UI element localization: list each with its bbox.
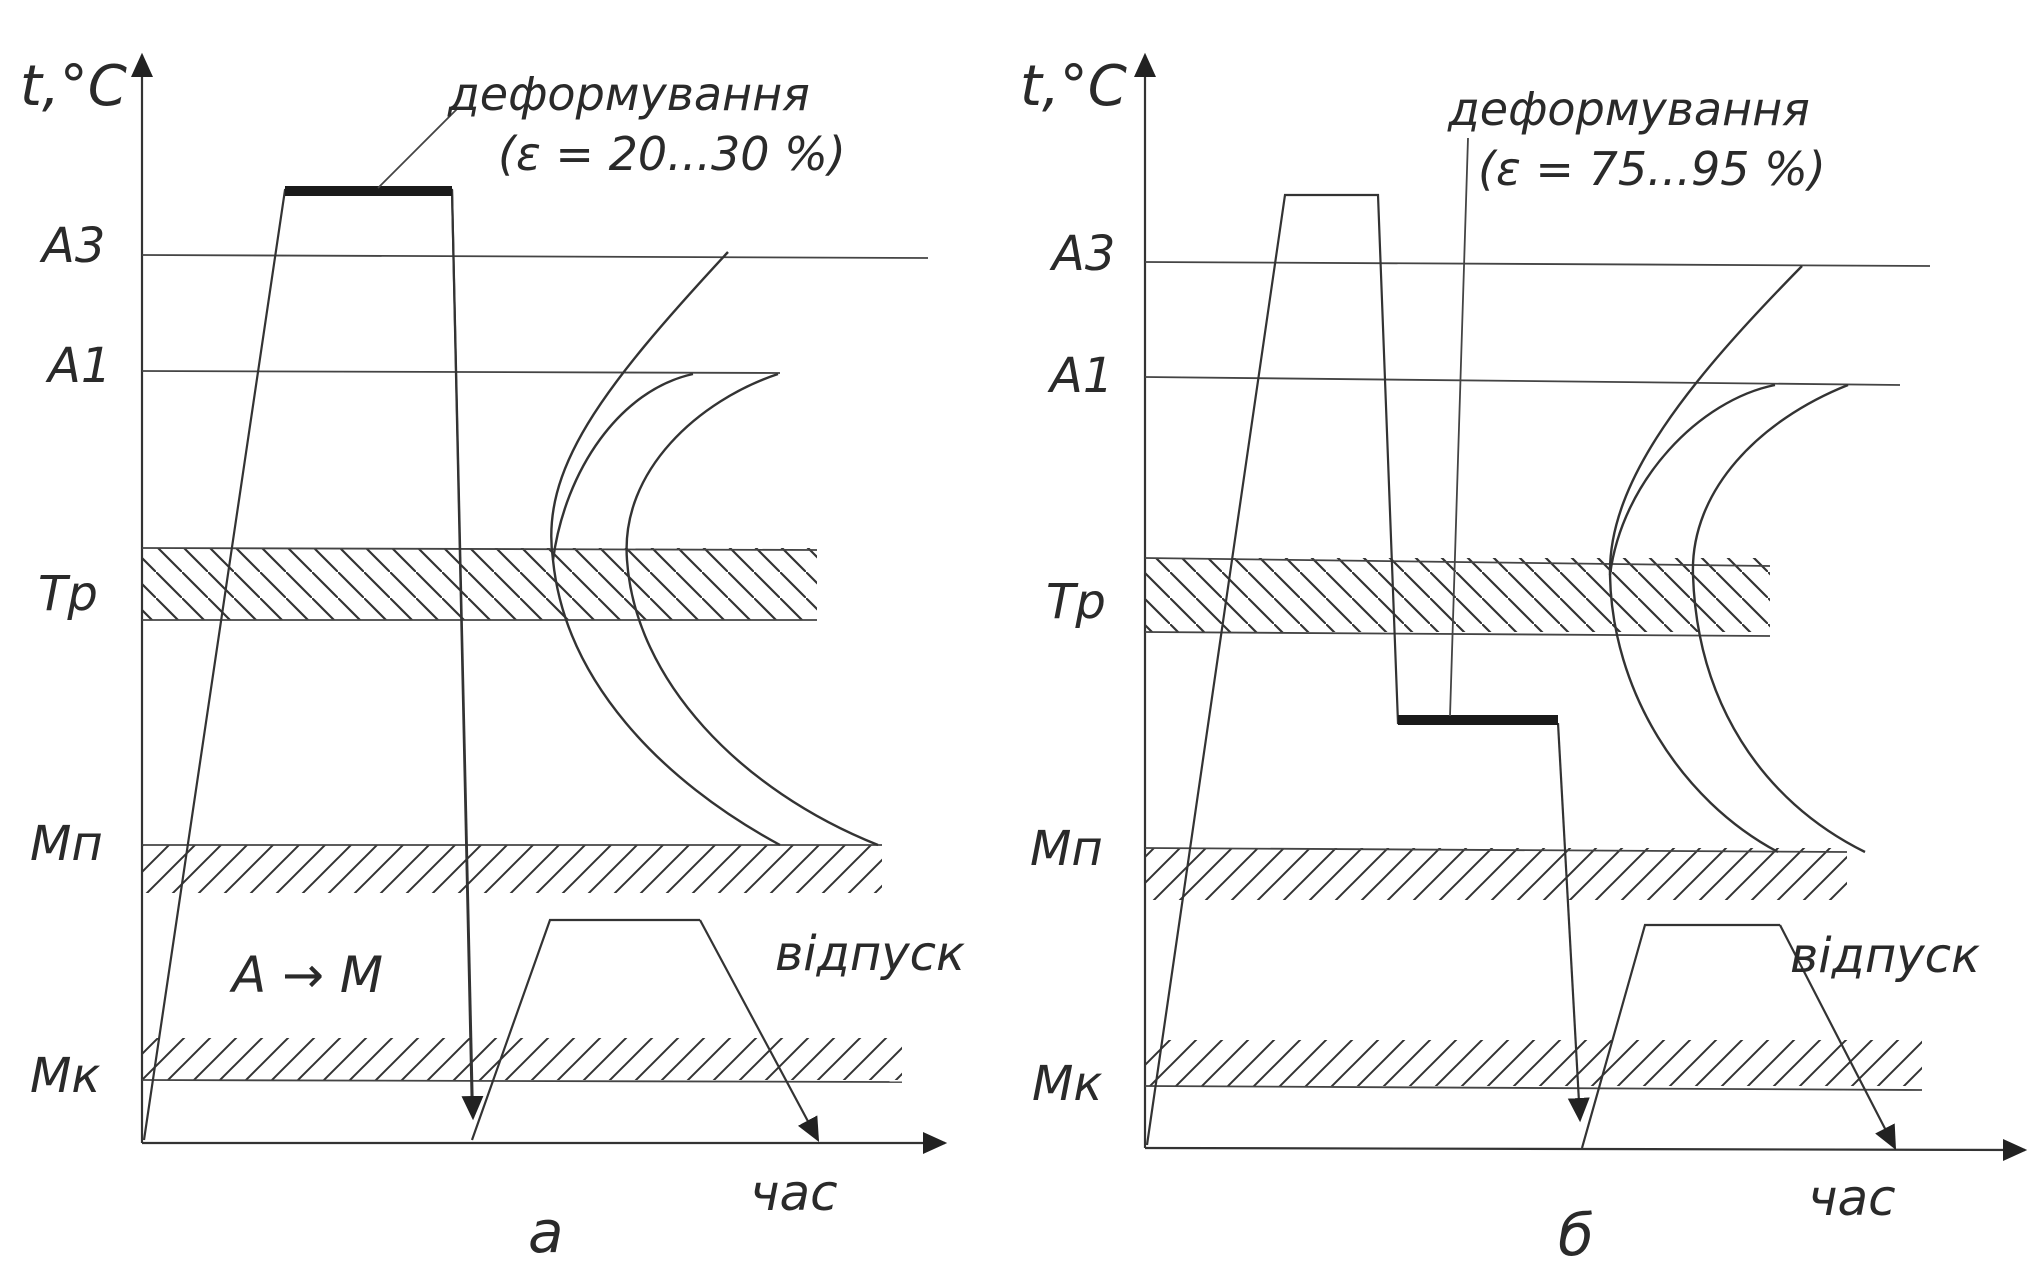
deformation-range-b: (ε = 75...95 %): [1478, 142, 1826, 196]
x-axis-label-b: час: [1808, 1169, 1896, 1227]
c-curve-inner-a: [551, 372, 694, 561]
panel-label-a: а: [528, 1198, 564, 1266]
a3-line-a: [141, 254, 929, 259]
mn-label-a: Mп: [30, 816, 103, 872]
tempering-label-a: відпуск: [775, 926, 965, 982]
a1-label-a: A1: [45, 338, 111, 394]
mk-band-a: [142, 1038, 902, 1080]
deformation-label-a: деформування: [447, 67, 810, 121]
tp-band-a: [142, 548, 817, 620]
panel-label-b: б: [1558, 1201, 1594, 1266]
a1-label-b: A1: [1047, 348, 1113, 404]
c-curve-inner-b: [1608, 383, 1776, 576]
c-curve-end-b: [1691, 383, 1866, 854]
tempering-path-a: [470, 918, 700, 1141]
a3-line-b: [1144, 261, 1931, 267]
tempering-path-b: [1580, 923, 1780, 1149]
tp-label-a: Tp: [38, 566, 98, 622]
c-curve-end-a: [625, 372, 879, 847]
x-axis-b: [1144, 1138, 2028, 1161]
y-axis-label-a: t,°C: [20, 54, 127, 119]
tp-band-b: [1145, 558, 1770, 632]
mn-band-a: [142, 845, 882, 893]
a3-label-b: A3: [1049, 226, 1115, 282]
a1-line-a: [141, 370, 781, 374]
mn-label-b: Mп: [1030, 821, 1103, 877]
mk-label-b: Mк: [1032, 1056, 1102, 1112]
diagram-b: t,°C A3 A1 Tp Mп Mк деформування (ε = 75…: [1020, 52, 2028, 1269]
a1-line-b: [1144, 376, 1901, 386]
y-axis-label-b: t,°C: [1020, 54, 1127, 119]
transformation-label-a: A → M: [229, 946, 383, 1004]
diagram-a: t,°C A3 A1 Tp Mп Mк деформування (ε = 20…: [20, 52, 965, 1266]
x-axis-label-a: час: [750, 1164, 838, 1222]
tp-label-b: Tp: [1046, 574, 1106, 630]
tempering-label-b: відпуск: [1790, 928, 1980, 984]
deformation-leader-b: [1449, 137, 1469, 717]
deformation-label-b: деформування: [1447, 82, 1810, 136]
mk-label-a: Mк: [30, 1048, 100, 1104]
deformation-leader-a: [377, 107, 459, 189]
mk-band-b: [1145, 1040, 1922, 1086]
mn-band-b: [1145, 848, 1847, 900]
process-path-b: [1145, 193, 1558, 1146]
a3-label-a: A3: [39, 218, 105, 274]
deformation-range-a: (ε = 20...30 %): [498, 127, 846, 181]
